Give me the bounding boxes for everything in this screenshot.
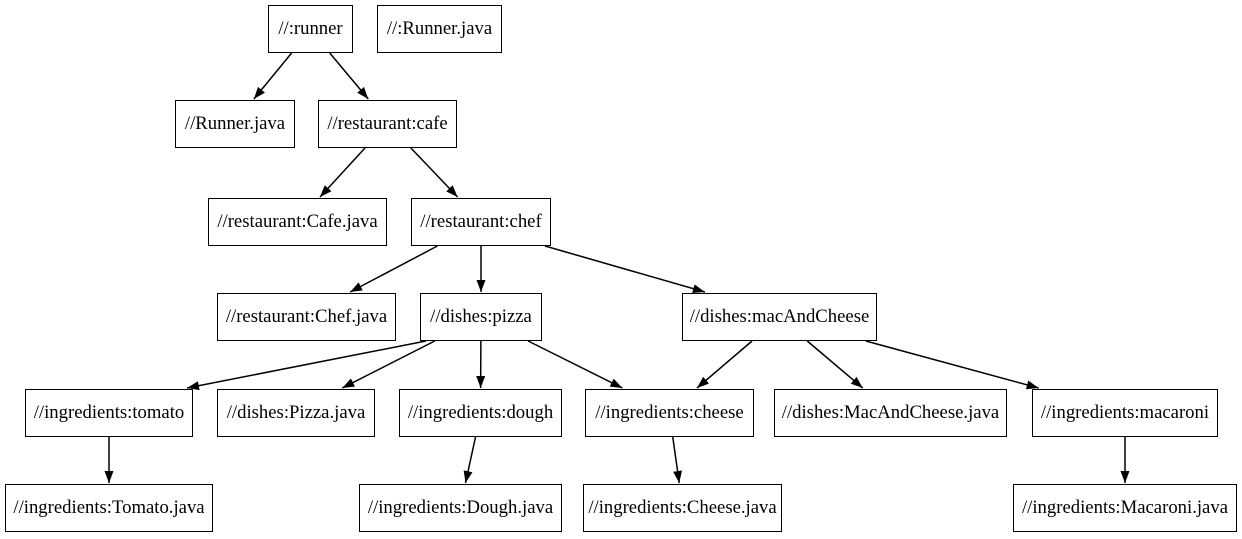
graph-node-cheese-java: //ingredients:Cheese.java [583,484,782,532]
graph-edge-chef-to-chef-java [349,245,438,293]
graph-edge-runner-to-cafe [329,52,369,100]
graph-edge-runner-to-runner-java [253,52,293,100]
graph-node-runner-java: //Runner.java [175,100,295,148]
graph-edge-cheese-to-cheese-java [672,436,683,484]
graph-edge-macandcheese-to-macaroni [865,340,1039,390]
graph-node-tomato-java: //ingredients:Tomato.java [5,484,213,532]
graph-node-dough: //ingredients:dough [399,389,562,437]
graph-edge-pizza-to-tomato [186,340,427,391]
graph-node-pizza-java: //dishes:Pizza.java [217,389,375,437]
graph-node-dough-java: //ingredients:Dough.java [359,484,562,532]
graph-edge-pizza-to-cheese [527,340,623,389]
graph-edge-dough-to-dough-java [463,436,477,484]
graph-edge-macandcheese-to-macandcheese-java [806,340,864,389]
graph-node-cheese: //ingredients:cheese [585,389,754,437]
graph-edge-cafe-to-cafe-java [319,147,366,198]
graph-node-macaroni: //ingredients:macaroni [1032,389,1218,437]
graph-node-chef-java: //restaurant:Chef.java [217,293,396,341]
graph-node-runner: //:runner [268,5,353,53]
graph-node-macandcheese-java: //dishes:MacAndCheese.java [774,389,1007,437]
graph-edge-pizza-to-pizza-java [341,340,436,389]
graph-node-tomato: //ingredients:tomato [25,389,193,437]
graph-node-chef: //restaurant:chef [411,198,551,246]
graph-edge-macandcheese-to-cheese [696,340,753,389]
graph-edge-chef-to-macandcheese [544,245,706,294]
graph-node-macandcheese: //dishes:macAndCheese [682,293,877,341]
graph-node-cafe: //restaurant:cafe [318,100,457,148]
graph-node-runner-java-src: //:Runner.java [377,5,502,53]
graph-node-cafe-java: //restaurant:Cafe.java [208,198,387,246]
graph-node-macaroni-java: //ingredients:Macaroni.java [1013,484,1237,532]
graph-node-pizza: //dishes:pizza [420,293,542,341]
graph-edge-cafe-to-chef [410,147,459,198]
